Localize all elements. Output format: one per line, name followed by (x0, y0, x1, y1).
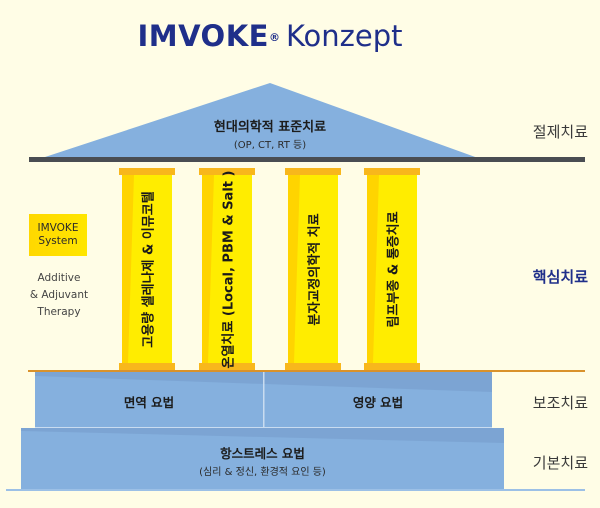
title-subtitle: Konzept (285, 19, 403, 53)
pillar-3-shape (285, 168, 341, 371)
immune-therapy-label: 면역 요법 (123, 395, 175, 410)
imvoke-system-line-2: System (38, 235, 78, 247)
pillar-1-label: 고용량 셀레나제 & 이뮤코텔 (141, 190, 157, 348)
pillar-3-label: 분자교정의학적 치료 (307, 212, 323, 326)
pillar-3: 분자교정의학적 치료 (287, 176, 339, 362)
upper-step-divider (263, 372, 265, 427)
side-label-core: 핵심치료 (532, 268, 588, 286)
pillar-4-label: 림프부종 & 통증치료 (386, 210, 402, 328)
roof-sublabel: (OP, CT, RT 등) (233, 140, 307, 151)
therapy-description-line-1: Additive (37, 272, 81, 284)
pillar-1: 고용량 셀레나제 & 이뮤코텔 (121, 176, 173, 362)
roof-beam (29, 157, 585, 162)
roof-triangle (42, 83, 478, 158)
side-label-resection: 절제치료 (532, 123, 588, 141)
nutrition-therapy-label: 영양 요법 (352, 395, 404, 410)
therapy-description: Additive & Adjuvant Therapy (20, 270, 98, 321)
antistress-therapy-sublabel: (심리 & 정신, 환경적 요인 등) (199, 467, 326, 478)
pillar-4-shape (364, 168, 420, 371)
side-label-supplementary: 보조치료 (532, 394, 588, 412)
roof-label: 현대의학적 표준치료 (213, 120, 327, 135)
pillar-2: 온열치료 (Local, PBM & Salt ) (201, 170, 253, 368)
pillar-4: 림프부종 & 통증치료 (366, 176, 418, 362)
imvoke-system-box: IMVOKE System (29, 214, 87, 256)
pillar-1-shape (119, 168, 175, 371)
brand-name: IMVOKE (137, 19, 269, 53)
pillar-2-label: 온열치료 (Local, PBM & Salt ) (221, 170, 237, 368)
therapy-description-line-3: Therapy (37, 306, 81, 318)
therapy-description-line-2: & Adjuvant (29, 289, 89, 301)
ground-line (6, 489, 585, 491)
floor-line (28, 370, 585, 372)
diagram-title: IMVOKE® Konzept (0, 16, 540, 56)
side-label-basic: 기본치료 (532, 454, 588, 472)
registered-mark: ® (268, 31, 280, 44)
antistress-therapy-label: 항스트레스 요법 (220, 446, 305, 461)
pillar-2-shape (199, 168, 255, 371)
imvoke-system-line-1: IMVOKE (37, 222, 79, 234)
